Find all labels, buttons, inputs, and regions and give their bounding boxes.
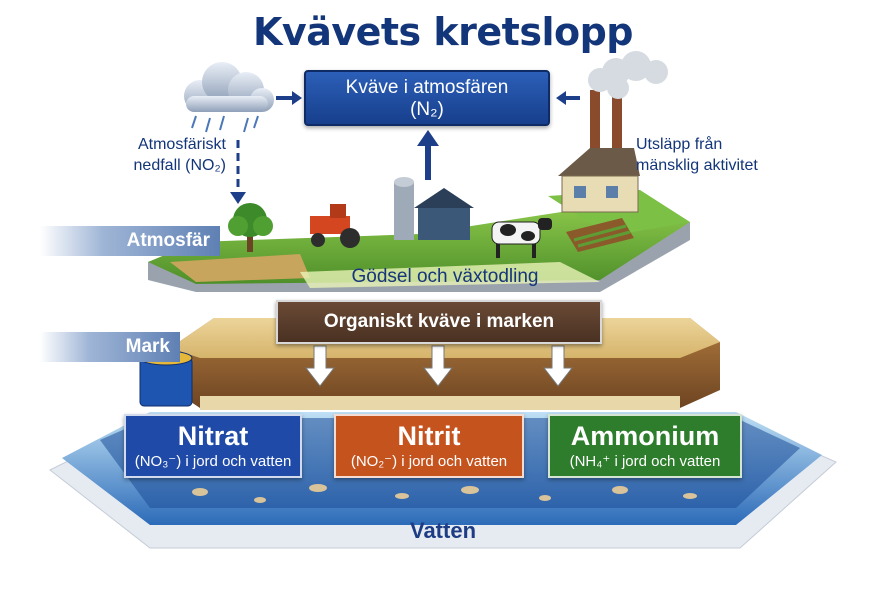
arrow-farm-to-atmosphere bbox=[417, 130, 439, 180]
tractor bbox=[310, 204, 360, 248]
page-title: Kvävets kretslopp bbox=[252, 10, 634, 54]
silo-and-barn bbox=[394, 177, 474, 240]
atmosphere-band: Atmosfär bbox=[40, 226, 220, 256]
ammonium-name: Ammonium bbox=[570, 421, 720, 451]
water-label: Vatten bbox=[409, 518, 477, 543]
atmosphere-nitrogen-box: Kväve i atmosfären (N₂) bbox=[304, 70, 550, 126]
atmosphere-box-line2: (N₂) bbox=[410, 99, 444, 120]
atmosphere-box-line1: Kväve i atmosfären bbox=[345, 77, 509, 98]
nitrite-formula: (NO₂⁻) i jord och vatten bbox=[350, 453, 508, 470]
deposition-label-line1: Atmosfäriskt bbox=[137, 136, 226, 153]
rain-cloud bbox=[184, 62, 274, 133]
ammonium-formula: (NH₄⁺ i jord och vatten bbox=[569, 453, 721, 470]
pebbles bbox=[192, 484, 697, 503]
tree bbox=[228, 203, 273, 252]
arrow-deposition-down bbox=[230, 140, 246, 204]
smoke-cloud bbox=[588, 51, 668, 99]
ammonium-box: Ammonium (NH₄⁺ i jord och vatten bbox=[548, 414, 742, 478]
deposition-label-line2: nedfall (NO₂) bbox=[133, 157, 226, 174]
arrow-cloud-to-atmosphere bbox=[276, 91, 302, 105]
nitrate-box: Nitrat (NO₃⁻) i jord och vatten bbox=[124, 414, 302, 478]
organic-nitrogen-box: Organiskt kväve i marken bbox=[276, 300, 602, 344]
emissions-label-line2: mänsklig aktivitet bbox=[636, 157, 758, 174]
deposition-label: Atmosfäriskt nedfall (NO₂) bbox=[96, 134, 226, 176]
nitrite-box: Nitrit (NO₂⁻) i jord och vatten bbox=[334, 414, 524, 478]
ground-band: Mark bbox=[40, 332, 180, 362]
factory bbox=[558, 90, 640, 213]
emissions-label: Utsläpp från mänsklig aktivitet bbox=[636, 134, 796, 176]
crop-rows bbox=[566, 218, 634, 252]
farming-label: Gödsel och växtodling bbox=[351, 266, 539, 287]
emissions-label-line1: Utsläpp från bbox=[636, 136, 723, 153]
arrows-organic-down bbox=[304, 345, 574, 387]
nitrate-formula: (NO₃⁻) i jord och vatten bbox=[134, 453, 292, 470]
nitrite-name: Nitrit bbox=[397, 421, 461, 451]
nitrate-name: Nitrat bbox=[177, 421, 249, 451]
arrow-factory-to-atmosphere bbox=[556, 91, 580, 105]
cow bbox=[491, 218, 552, 258]
